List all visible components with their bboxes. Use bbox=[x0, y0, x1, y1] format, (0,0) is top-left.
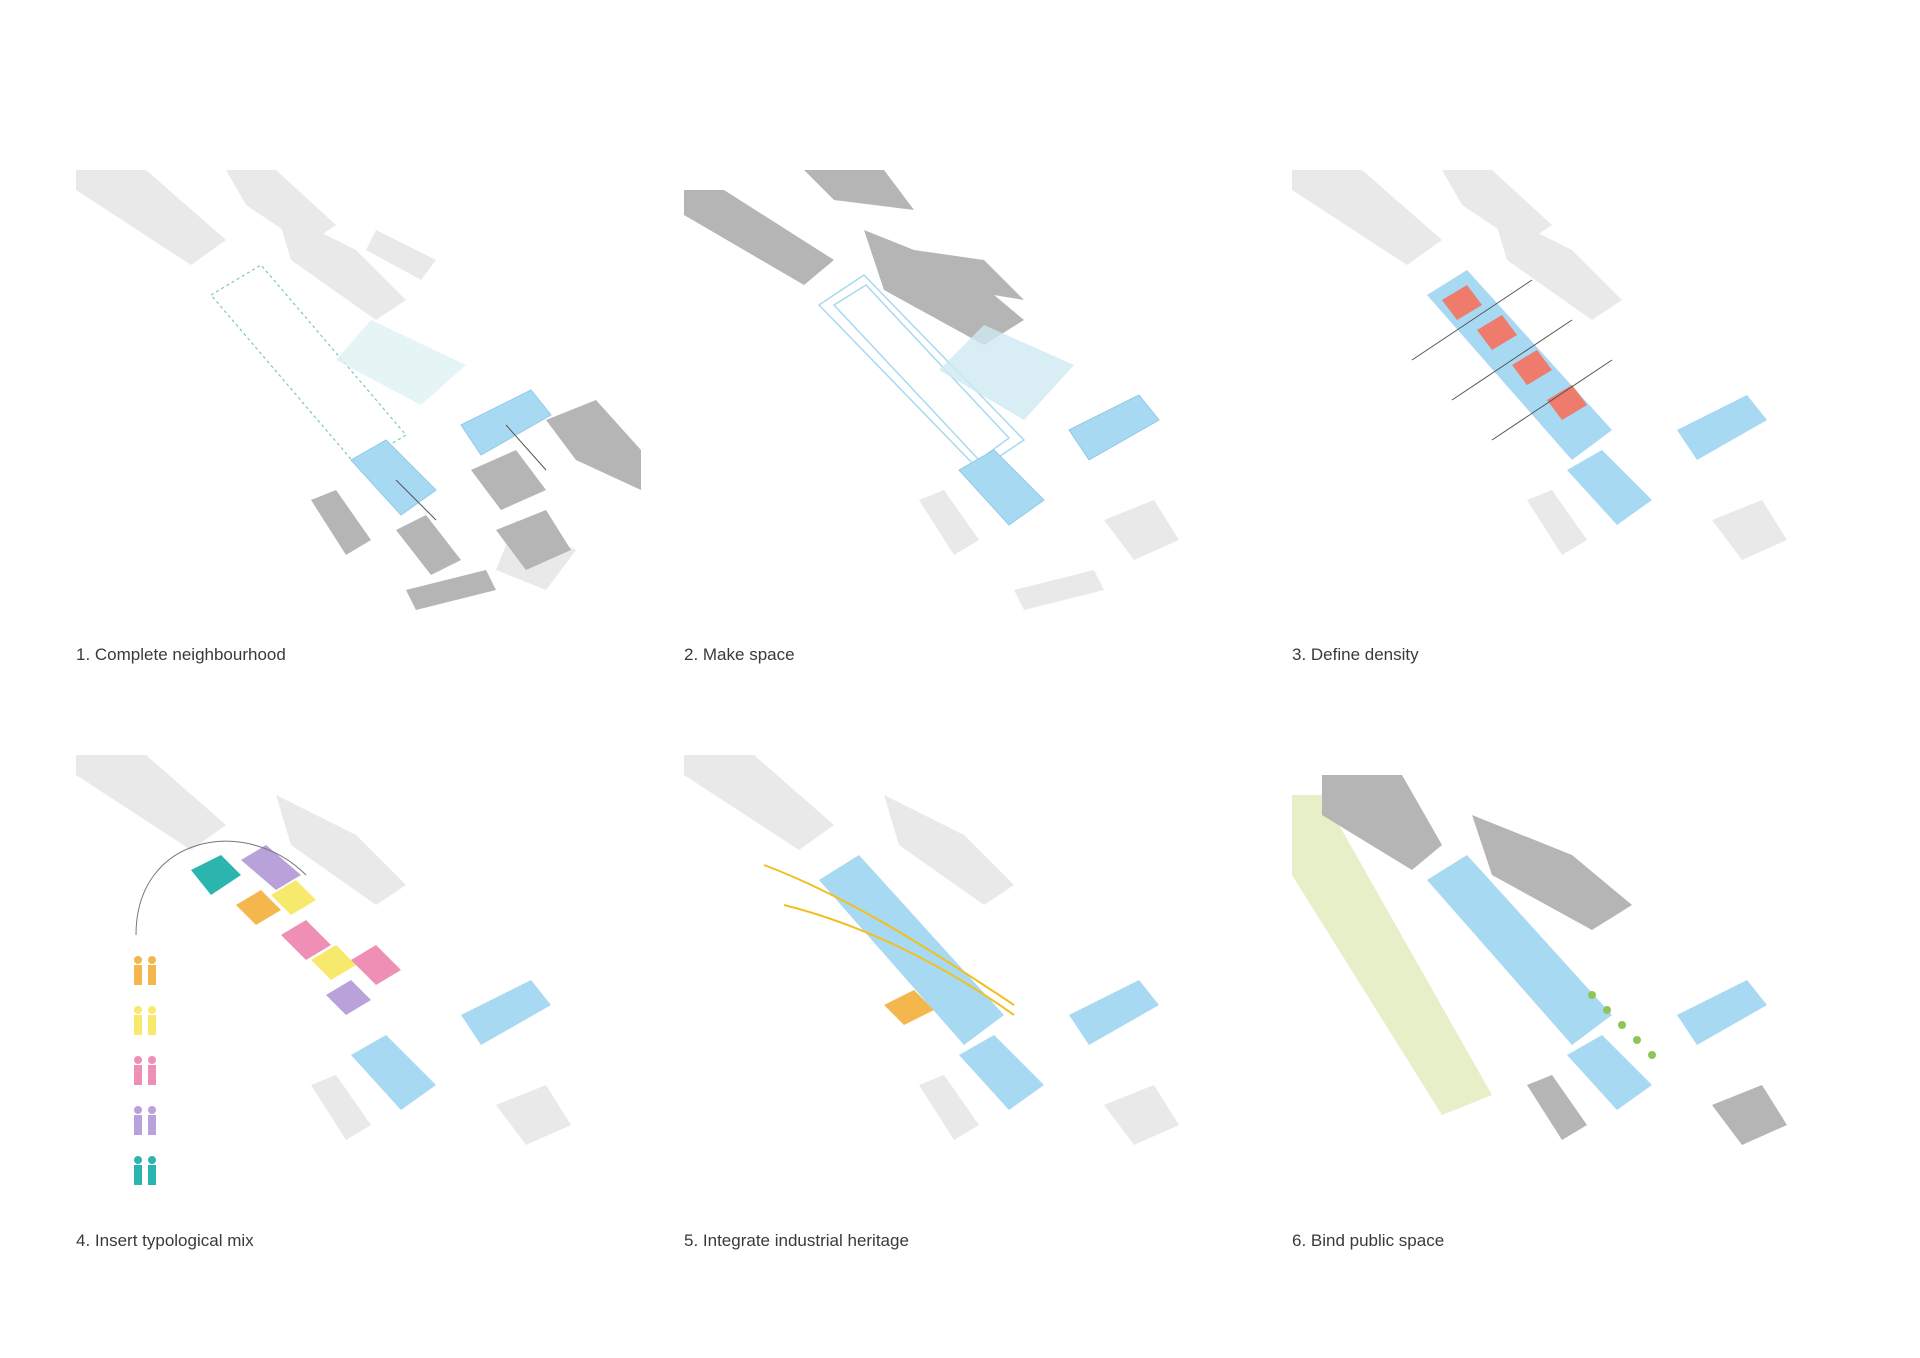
heritage-building bbox=[884, 990, 934, 1025]
diagram-define-density bbox=[1292, 170, 1857, 625]
step-label-2: 2. Make space bbox=[684, 645, 795, 664]
diagram-industrial-heritage bbox=[684, 755, 1249, 1210]
new-blocks bbox=[351, 980, 551, 1110]
context-buildings-light bbox=[684, 755, 1179, 1145]
diagram-typological-mix bbox=[76, 755, 641, 1210]
step-label-3: 3. Define density bbox=[1292, 645, 1419, 664]
context-buildings-light bbox=[76, 170, 576, 590]
arc-arrow bbox=[135, 840, 307, 936]
existing-dark-blocks bbox=[311, 400, 641, 610]
context-buildings-light bbox=[76, 755, 571, 1145]
diagram-make-space bbox=[684, 170, 1249, 625]
density-cross-blocks bbox=[1442, 285, 1587, 420]
people-figures-icon bbox=[134, 956, 156, 1185]
cleared-site-grid bbox=[817, 274, 1026, 471]
step-label-5: 5. Integrate industrial heritage bbox=[684, 1231, 909, 1250]
typology-blocks bbox=[191, 845, 401, 1015]
existing-translucent bbox=[939, 325, 1074, 420]
step-label-1: 1. Complete neighbourhood bbox=[76, 645, 286, 664]
park bbox=[1292, 795, 1492, 1115]
context-buildings-light bbox=[1292, 170, 1787, 560]
step-label-6: 6. Bind public space bbox=[1292, 1231, 1445, 1250]
density-arrows bbox=[1411, 279, 1613, 441]
heritage-lines bbox=[763, 864, 1015, 1016]
diagram-complete-neighbourhood bbox=[76, 170, 641, 625]
new-blocks bbox=[350, 389, 552, 516]
step-label-4: 4. Insert typological mix bbox=[76, 1231, 254, 1250]
new-blocks bbox=[1427, 855, 1767, 1110]
context-buildings-dark bbox=[684, 170, 1024, 345]
new-blocks bbox=[819, 855, 1159, 1110]
context-buildings-light bbox=[919, 490, 1179, 610]
site-outline bbox=[210, 264, 407, 466]
trees bbox=[1588, 991, 1656, 1059]
context-buildings-dark bbox=[1322, 775, 1787, 1145]
diagram-public-space bbox=[1292, 755, 1857, 1210]
new-blocks bbox=[958, 394, 1160, 526]
existing-translucent bbox=[336, 320, 466, 405]
arrows bbox=[395, 424, 547, 521]
